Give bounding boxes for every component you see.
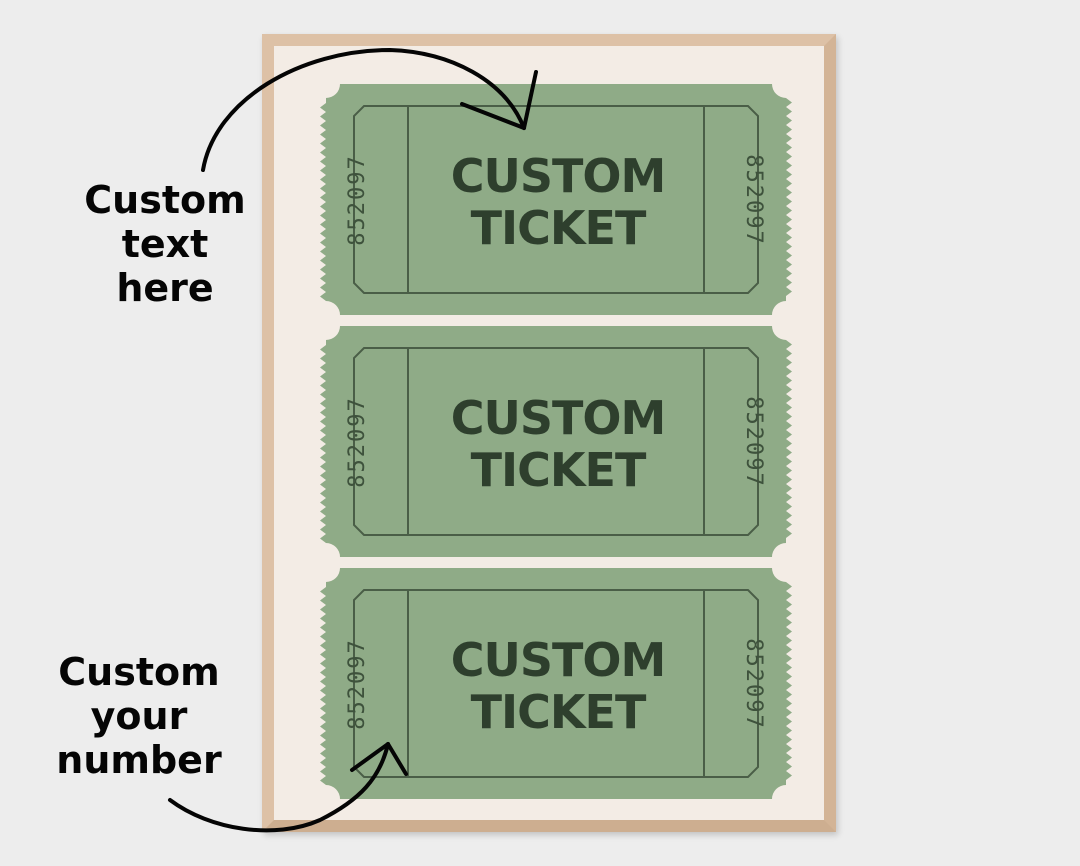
ticket-title: CUSTOM TICKET	[422, 392, 694, 496]
ticket-poster: 852097 CUSTOM TICKET 852097 852097 CUSTO…	[274, 46, 824, 820]
ticket-title: CUSTOM TICKET	[422, 634, 694, 738]
ticket-body	[320, 568, 792, 799]
callout-custom-text: Custom text here	[60, 178, 270, 310]
callout-bottom-line-1: Custom	[58, 650, 220, 694]
ticket-shape	[320, 326, 792, 557]
ticket-number-right: 852097	[741, 638, 766, 730]
picture-frame: 852097 CUSTOM TICKET 852097 852097 CUSTO…	[262, 34, 836, 832]
ticket-number-right: 852097	[741, 154, 766, 246]
ticket-number-right: 852097	[741, 396, 766, 488]
ticket-inner-border	[353, 589, 759, 778]
ticket-3: 852097 CUSTOM TICKET 852097	[320, 568, 792, 799]
ticket-body	[320, 326, 792, 557]
callout-bottom-line-2: your	[90, 694, 188, 738]
ticket-shape	[320, 568, 792, 799]
ticket-1: 852097 CUSTOM TICKET 852097	[320, 84, 792, 315]
callout-bottom-line-3: number	[56, 738, 222, 782]
ticket-2: 852097 CUSTOM TICKET 852097	[320, 326, 792, 557]
callout-top-line-2: text	[121, 222, 209, 266]
ticket-title-line-1: CUSTOM	[450, 149, 667, 203]
ticket-title-line-1: CUSTOM	[450, 633, 667, 687]
ticket-title-line-2: TICKET	[470, 443, 647, 497]
ticket-title-line-1: CUSTOM	[450, 391, 667, 445]
callout-top-line-1: Custom	[84, 178, 246, 222]
ticket-inner-border	[353, 347, 759, 536]
ticket-number-left: 852097	[345, 154, 370, 246]
ticket-number-left: 852097	[345, 396, 370, 488]
callout-top-line-3: here	[116, 266, 214, 310]
callout-custom-number: Custom your number	[28, 650, 250, 782]
ticket-number-left: 852097	[345, 638, 370, 730]
ticket-title-line-2: TICKET	[470, 685, 647, 739]
ticket-title-line-2: TICKET	[470, 201, 647, 255]
ticket-title: CUSTOM TICKET	[422, 150, 694, 254]
